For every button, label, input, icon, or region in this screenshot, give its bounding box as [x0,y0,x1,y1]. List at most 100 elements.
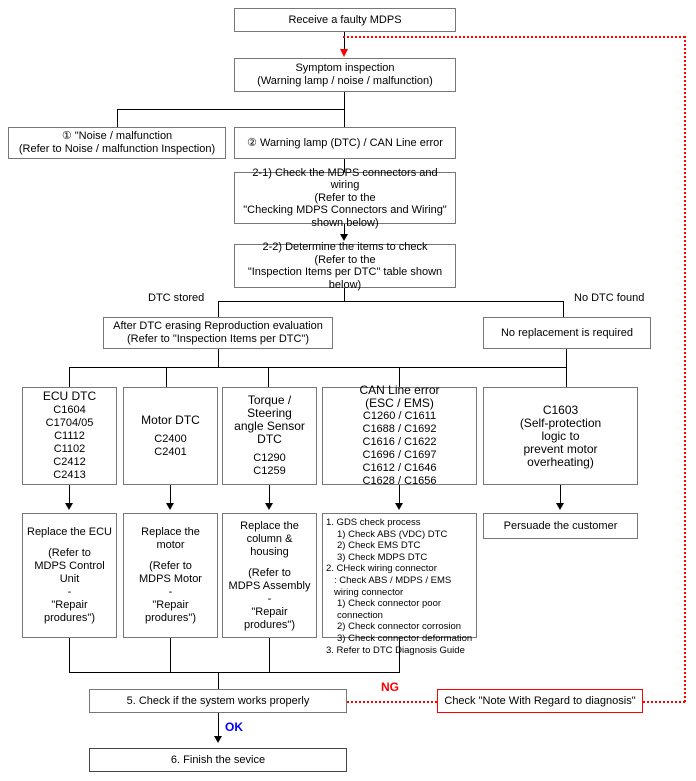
node-noise-line1: ① "Noise / malfunction [61,130,173,142]
node-torque-steering-dtc: Torque / Steering angle Sensor DTC C1290… [222,387,317,485]
edge-ng-note-to-right [643,701,685,703]
gds-line-8: 2) Check connector corrosion [337,621,462,633]
edge-replace-motor-down [170,638,171,672]
node-after-erasing-line2: (Refer to "Inspection Items per DTC") [126,333,310,345]
node-symptom-inspection: Symptom inspection (Warning lamp / noise… [234,58,456,92]
edge-ng-top-back-to-symptom [343,36,685,38]
gds-line-4: 2. CHeck wiring connector [326,563,437,575]
arrowhead-replace-motor [166,503,174,510]
edge-ng-step5-to-note [347,701,437,703]
node-can-dtc-title-1: CAN Line error [359,383,440,397]
node-torque-dtc-title-3: DTC [257,432,282,446]
node-persuade-line1: Persuade the customer [503,519,618,532]
gds-line-3: 3) Check MDPS DTC [337,551,428,563]
node-noise-line2: (Refer to Noise / malfunction Inspection… [18,143,216,155]
node-noise-malfunction: ① "Noise / malfunction (Refer to Noise /… [8,127,226,159]
node-persuade-customer: Persuade the customer [483,513,638,539]
node-after-erasing-line1: After DTC erasing Reproduction evaluatio… [113,320,323,332]
node-replace-ecu-line2: (Refer to [48,547,91,559]
edge-receive-to-symptom [344,32,345,49]
node-step6-finish-service: 6. Finish the sevice [89,748,347,772]
edge-no-replacement-down [566,349,567,367]
gds-line-5: : Check ABS / MDPS / EMS [334,574,452,586]
gds-line-6: wiring connector [334,586,404,598]
node-can-dtc-code-1: C1688 / C1692 [362,423,437,435]
node-symptom-line2: (Warning lamp / noise / malfunction) [257,75,433,87]
node-step22-line1: 2-2) Determine the items to check [262,241,428,253]
node-can-dtc-code-5: C1628 / C1656 [362,475,437,487]
edge-after-erasing-down [218,349,219,367]
node-ecu-dtc-code-4: C2412 [53,456,86,468]
node-step21-line4: shown below) [311,216,379,229]
edge-bus-to-torque-dtc [268,367,269,387]
node-replace-column-line1: Replace the [240,519,299,532]
node-motor-dtc-code-0: C2400 [154,432,187,445]
node-gds-check-process: 1. GDS check process 1) Check ABS (VDC) … [322,513,477,656]
node-warning-lamp-can: ② Warning lamp (DTC) / CAN Line error [234,127,456,159]
node-step21-line1: 2-1) Check the MDPS connectors and wirin… [252,166,438,192]
node-note-line1: Check "Note With Regard to diagnosis" [444,694,636,707]
node-ecu-dtc: ECU DTC C1604 C1704/05 C1112 C1102 C2412… [22,387,117,485]
node-step-2-2: 2-2) Determine the items to check (Refer… [234,241,456,291]
edge-gds-down [399,638,400,672]
node-warning-line1: ② Warning lamp (DTC) / CAN Line error [247,136,443,149]
edge-dtc-branch-bus [218,301,563,302]
node-c1603-self-protection: C1603 (Self-protection logic to prevent … [483,387,638,485]
node-replace-motor-line1: Replace the motor [141,526,200,551]
node-replace-ecu-line3: MDPS Control Unit [34,560,105,585]
edge-split-bus-branches [117,109,345,110]
node-replace-column-line4: MDPS Assembly [228,579,311,592]
node-step5-line1: 5. Check if the system works properly [126,694,310,707]
node-no-replacement-line1: No replacement is required [500,326,634,339]
gds-line-1: 1) Check ABS (VDC) DTC [337,528,448,540]
edge-bus-to-ecu-dtc [69,367,70,387]
edge-bus-to-motor-dtc [166,367,167,387]
label-no-dtc-found: No DTC found [574,292,645,304]
node-no-replacement-required: No replacement is required [483,317,651,349]
node-step5-check-system: 5. Check if the system works properly [89,689,347,713]
node-replace-motor-line4: - [168,586,173,598]
node-motor-dtc: Motor DTC C2400 C2401 [123,387,218,485]
node-replace-motor: Replace the motor (Refer to MDPS Motor -… [123,513,218,638]
edge-step22-down [344,288,345,301]
node-symptom-line1: Symptom inspection [295,62,395,74]
node-ecu-dtc-code-3: C1102 [53,443,86,455]
arrowhead-ng-return [340,49,348,57]
node-replace-motor-line5: "Repair produres") [145,599,196,624]
node-replace-column-line6: "Repair produres") [244,605,295,631]
node-motor-dtc-title: Motor DTC [141,412,200,427]
node-torque-dtc-code-1: C1259 [253,465,286,477]
node-c1603-line5: overheating) [527,454,594,469]
node-step22-line2: (Refer to the [314,253,376,266]
node-replace-motor-line3: MDPS Motor [139,573,202,585]
node-replace-column-line2: column & housing [246,532,293,558]
node-receive-faulty-mdps: Receive a faulty MDPS [234,8,456,32]
node-step-2-1: 2-1) Check the MDPS connectors and wirin… [234,167,456,229]
node-after-dtc-erasing: After DTC erasing Reproduction evaluatio… [103,317,333,349]
node-can-dtc-code-0: C1260 / C1611 [362,410,437,422]
node-step21-line3: "Checking MDPS Connectors and Wiring" [243,204,447,217]
edge-motor-dtc-to-replace-motor [170,485,171,505]
node-replace-motor-line2: (Refer to [149,560,192,572]
node-can-dtc-title-2: (ESC / EMS) [365,396,434,410]
node-can-dtc-code-4: C1612 / C1646 [362,462,437,474]
node-replace-ecu-line5: "Repair produres") [44,599,95,624]
node-step6-line1: 6. Finish the sevice [170,753,266,766]
edge-to-branch2 [344,109,345,127]
node-c1603-line2: (Self-protection [519,415,602,430]
edge-symptom-down [344,92,345,109]
arrowhead-step6 [214,736,222,743]
edge-torque-dtc-to-replace-column [269,485,270,505]
node-torque-dtc-title-1: Torque / Steering [247,393,292,420]
gds-line-10: 3. Refer to DTC Diagnosis Guide [326,644,465,656]
edge-to-no-replacement [563,301,564,317]
edge-bus-to-step5 [218,672,219,689]
edge-to-after-erasing [218,301,219,317]
node-can-line-error-dtc: CAN Line error (ESC / EMS) C1260 / C1611… [322,383,477,487]
gds-line-7: 1) Check connector poor connection [337,598,442,621]
arrowhead-replace-ecu [65,503,73,510]
edge-step5-to-step6 [218,713,219,740]
node-replace-column-housing: Replace the column & housing (Refer to M… [222,513,317,638]
arrowhead-replace-column [265,503,273,510]
label-dtc-stored: DTC stored [148,292,205,304]
